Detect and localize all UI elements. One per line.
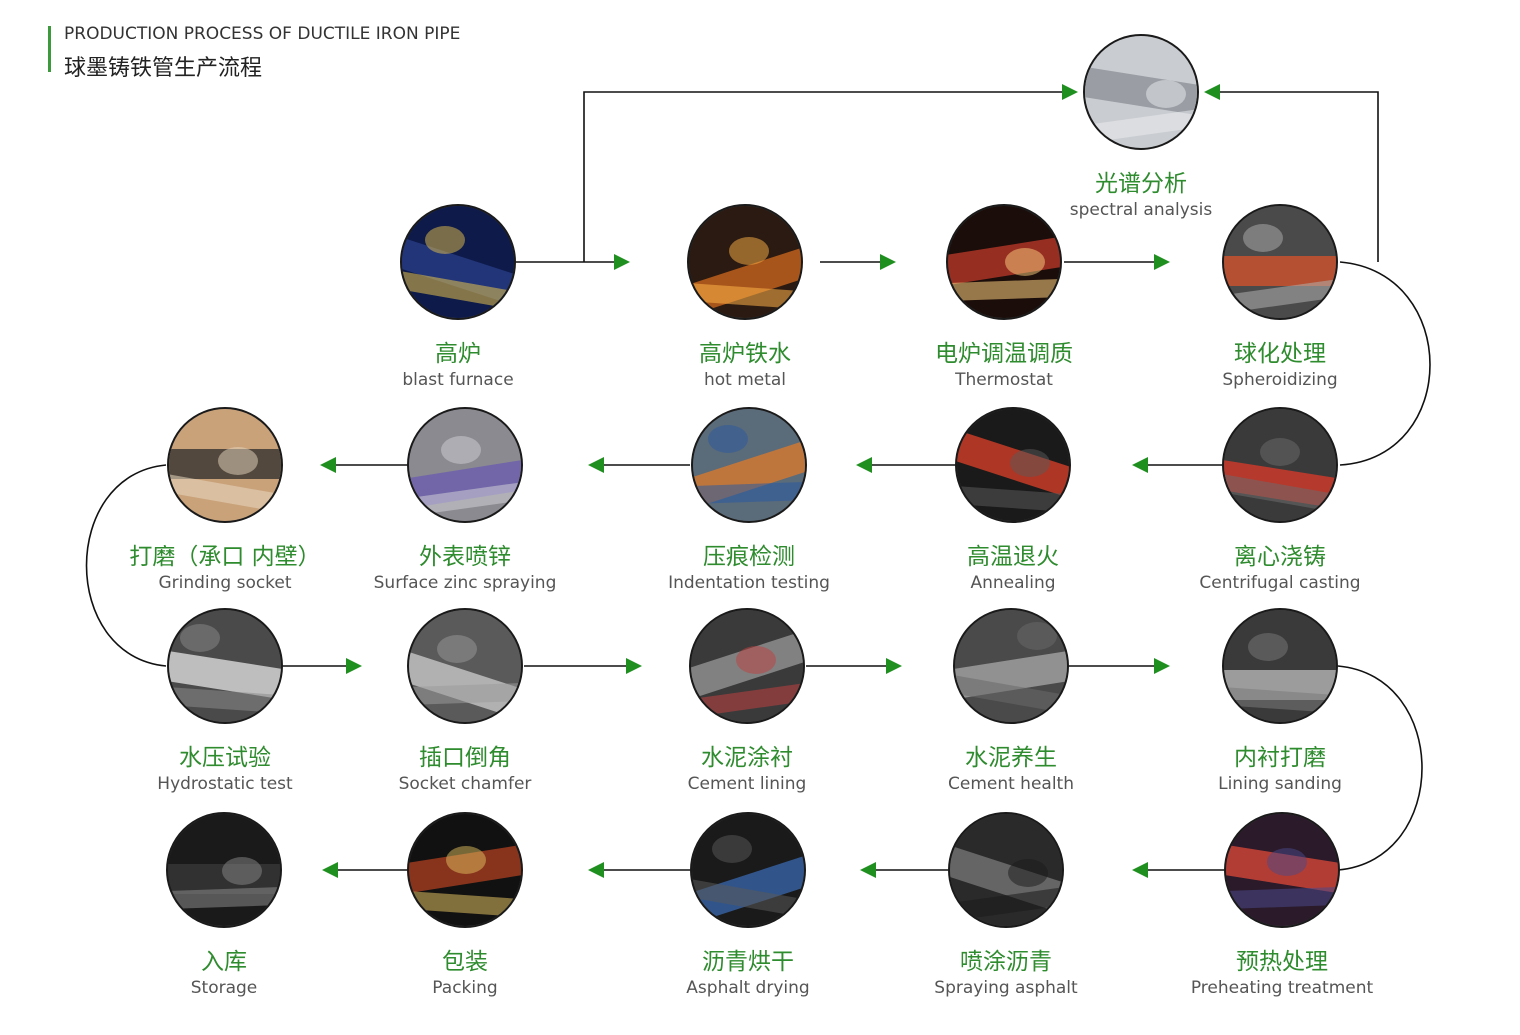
step-label-en: Grinding socket bbox=[158, 573, 292, 593]
step-label-en: Cement health bbox=[947, 774, 1074, 794]
sparks-furnace-photo bbox=[946, 204, 1062, 320]
step-label-zh: 预热处理 bbox=[1236, 949, 1328, 975]
header-accent-bar bbox=[48, 26, 51, 72]
step-label-zh: 离心浇铸 bbox=[1234, 544, 1326, 570]
page-title-zh: 球墨铸铁管生产流程 bbox=[64, 56, 263, 81]
connector-4-5 bbox=[1339, 261, 1431, 466]
step-label-zh: 水泥养生 bbox=[965, 745, 1057, 771]
glowing-furnace-photo bbox=[955, 407, 1071, 523]
molten-iron-photo bbox=[687, 204, 803, 320]
step-label-en: Indentation testing bbox=[668, 573, 830, 593]
zinc-spray-photo bbox=[407, 407, 523, 523]
red-pipe-photo bbox=[1222, 407, 1338, 523]
connector-14-15 bbox=[1337, 665, 1423, 871]
step-label-zh: 球化处理 bbox=[1234, 341, 1326, 367]
curing-hall-photo bbox=[953, 608, 1069, 724]
pipe-mouth-photo bbox=[407, 608, 523, 724]
step-label-en: Centrifugal casting bbox=[1199, 573, 1361, 593]
lab-worker-photo bbox=[1083, 34, 1199, 150]
step-label-zh: 内衬打磨 bbox=[1234, 745, 1326, 771]
step-label-en: spectral analysis bbox=[1069, 200, 1213, 220]
step-label-en: Surface zinc spraying bbox=[373, 573, 557, 593]
step-label-en: Spraying asphalt bbox=[934, 978, 1078, 998]
red-machine-photo bbox=[1222, 204, 1338, 320]
stacked-pipes-photo bbox=[166, 812, 282, 928]
asphalt-spray-photo bbox=[948, 812, 1064, 928]
step-label-zh: 沥青烘干 bbox=[702, 949, 794, 975]
step-label-zh: 插口倒角 bbox=[419, 745, 511, 771]
step-label-zh: 打磨（承口 内壁） bbox=[129, 544, 321, 570]
connector-to-spectral-right bbox=[1204, 84, 1379, 262]
step-label-en: blast furnace bbox=[402, 370, 514, 390]
white-pipes-photo bbox=[167, 608, 283, 724]
step-label-zh: 高温退火 bbox=[967, 544, 1059, 570]
lining-line-photo bbox=[689, 608, 805, 724]
step-label-en: Lining sanding bbox=[1218, 774, 1342, 794]
page-title-en: PRODUCTION PROCESS OF DUCTILE IRON PIPE bbox=[64, 24, 461, 44]
packed-pipes-photo bbox=[407, 812, 523, 928]
test-machine-photo bbox=[691, 407, 807, 523]
step-label-zh: 喷涂沥青 bbox=[960, 949, 1052, 975]
preheat-oven-photo bbox=[1224, 812, 1340, 928]
step-label-en: Cement lining bbox=[687, 774, 807, 794]
step-label-zh: 入库 bbox=[201, 949, 247, 975]
step-label-en: Packing bbox=[432, 978, 498, 998]
worker-grinding-photo bbox=[167, 407, 283, 523]
step-label-zh: 高炉铁水 bbox=[699, 341, 791, 367]
step-label-zh: 水泥涂衬 bbox=[701, 745, 793, 771]
step-label-en: Preheating treatment bbox=[1190, 978, 1374, 998]
step-label-en: Asphalt drying bbox=[686, 978, 810, 998]
step-label-en: Spheroidizing bbox=[1222, 370, 1338, 390]
night-plant-photo bbox=[400, 204, 516, 320]
step-label-zh: 包装 bbox=[442, 949, 488, 975]
step-label-en: Socket chamfer bbox=[398, 774, 532, 794]
step-label-zh: 外表喷锌 bbox=[419, 544, 511, 570]
step-label-zh: 水压试验 bbox=[179, 745, 271, 771]
step-label-en: Annealing bbox=[970, 573, 1056, 593]
drying-rack-photo bbox=[690, 812, 806, 928]
step-label-zh: 光谱分析 bbox=[1095, 171, 1187, 197]
connector-to-spectral-left bbox=[583, 84, 1078, 262]
connector-9-10 bbox=[85, 464, 167, 667]
step-label-en: Hydrostatic test bbox=[157, 774, 293, 794]
step-label-zh: 电炉调温调质 bbox=[935, 341, 1073, 367]
step-label-zh: 压痕检测 bbox=[703, 544, 795, 570]
step-label-en: Storage bbox=[190, 978, 258, 998]
step-label-zh: 高炉 bbox=[435, 341, 481, 367]
sanding-pipes-photo bbox=[1222, 608, 1338, 724]
step-label-en: Thermostat bbox=[955, 370, 1053, 390]
step-label-en: hot metal bbox=[703, 370, 787, 390]
